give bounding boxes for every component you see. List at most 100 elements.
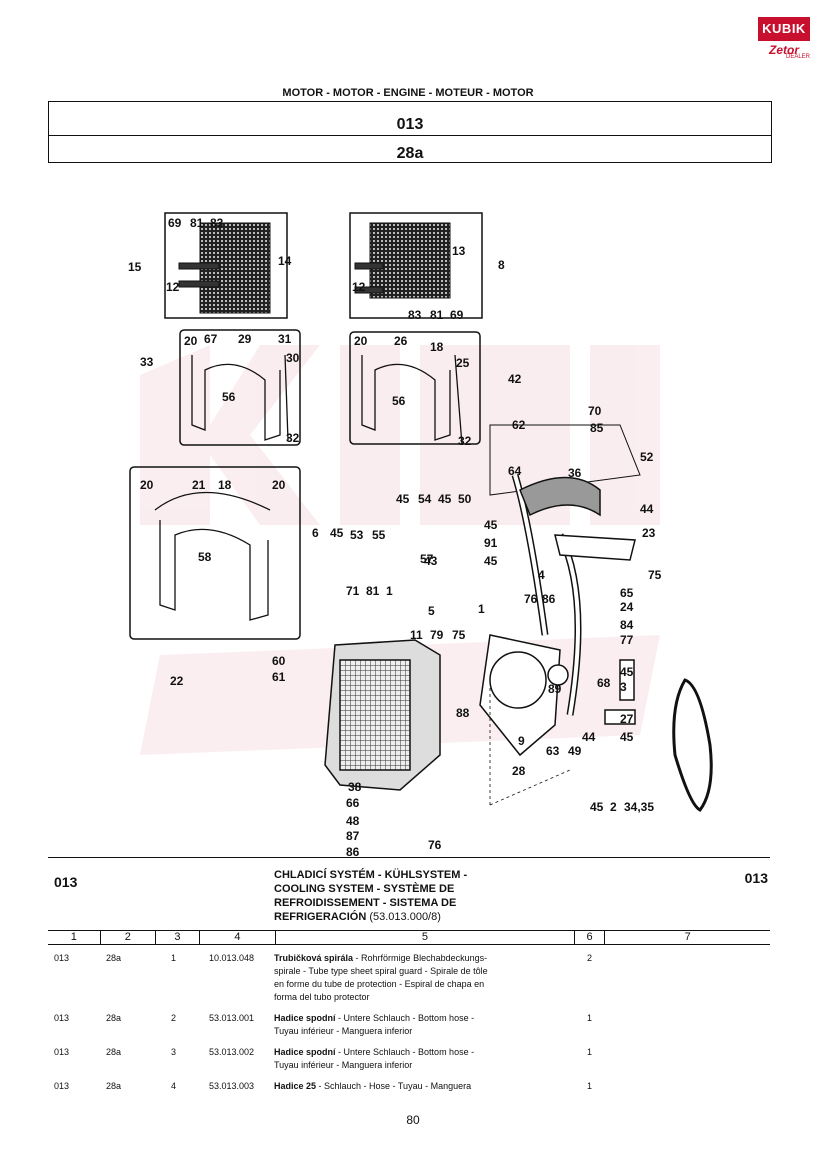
cell-part-number: 53.013.003 <box>209 1081 255 1091</box>
diagram-callout-label: 45 <box>590 800 604 814</box>
diagram-callout-label: 6 <box>312 526 319 540</box>
diagram-callout-label: 4 <box>538 568 545 582</box>
diagram-callout-label: 30 <box>286 351 300 365</box>
diagram-callout-label: 8 <box>498 258 505 272</box>
section-title: CHLADICÍ SYSTÉM - KÜHLSYSTEM - COOLING S… <box>274 868 534 924</box>
diagram-callout-label: 91 <box>484 536 498 550</box>
diagram-callout-label: 45 <box>396 492 410 506</box>
diagram-callout-label: 88 <box>456 706 470 720</box>
section-code-right: 013 <box>744 870 768 886</box>
diagram-callout-label: 20 <box>354 334 368 348</box>
desc-line: Tuyau inférieur - Manguera inferior <box>274 1060 413 1070</box>
logo-tag: DEALER <box>785 54 810 60</box>
cell-description: Hadice 25 - Schlauch - Hose - Tuyau - Ma… <box>274 1080 554 1093</box>
cell-group: 013 <box>54 1047 70 1057</box>
cell-position: 3 <box>171 1047 177 1057</box>
diagram-callout-label: 66 <box>346 796 360 810</box>
column-header: 1 <box>48 931 101 944</box>
diagram-callout-label: 89 <box>548 682 562 696</box>
diagram-callout-label: 11 <box>410 628 423 642</box>
diagram-callout-label: 44 <box>582 730 596 744</box>
diagram-callout-label: 58 <box>198 550 212 564</box>
cell-position: 4 <box>171 1081 177 1091</box>
diagram-callout-label: 85 <box>590 421 604 435</box>
diagram-callout-label: 45 <box>330 526 344 540</box>
section-title-line: REFROIDISSEMENT - SISTEMA DE <box>274 897 457 909</box>
diagram-callout-label: 60 <box>272 654 286 668</box>
section-header: 013 CHLADICÍ SYSTÉM - KÜHLSYSTEM - COOLI… <box>48 857 770 930</box>
column-header: 3 <box>156 931 200 944</box>
diagram-callout-label: 75 <box>648 568 662 582</box>
diagram-callout-label: 56 <box>222 390 236 404</box>
diagram-callout-label: 45 <box>484 554 498 568</box>
diagram-callout-label: 45 <box>620 665 634 679</box>
diagram-callout-label: 62 <box>512 418 526 432</box>
diagram-callout-label: 32 <box>458 434 472 448</box>
table-row: 013 28a 2 53.013.001 Hadice spodní - Unt… <box>48 1012 770 1046</box>
cell-page: 28a <box>106 1081 122 1091</box>
desc-line: - Untere Schlauch - Bottom hose - <box>335 1013 475 1023</box>
desc-line: spirale - Tube type sheet spiral guard -… <box>274 966 488 976</box>
diagram-callout-label: 86 <box>346 845 360 859</box>
diagram-callout-label: 69 <box>168 216 182 230</box>
diagram-callout-label: 38 <box>348 780 362 794</box>
diagram-callout-label: 22 <box>170 674 184 688</box>
diagram-callout-label: 45 <box>484 518 498 532</box>
diagram-callout-label: 25 <box>456 356 470 370</box>
part-name: Trubičková spirála <box>274 953 354 963</box>
table-row: 013 28a 4 53.013.003 Hadice 25 - Schlauc… <box>48 1080 770 1100</box>
diagram-callout-label: 1 <box>478 602 485 616</box>
section-code-left: 013 <box>54 874 78 890</box>
kubik-zetor-logo: KUBIK Zetor DEALER <box>758 17 810 61</box>
diagram-callout-label: 48 <box>346 814 360 828</box>
diagram-callout-label: 43 <box>424 554 438 568</box>
cell-group: 013 <box>54 1081 70 1091</box>
diagram-callout-label: 44 <box>640 502 654 516</box>
diagram-callout-label: 83 <box>408 308 422 322</box>
diagram-callout-label: 12 <box>166 280 180 294</box>
diagram-callout-label: 20 <box>140 478 154 492</box>
group-code-box: 013 <box>48 101 772 136</box>
desc-line: forma del tubo protector <box>274 992 370 1002</box>
diagram-callout-label: 57 <box>420 552 434 566</box>
table-row: 013 28a 3 53.013.002 Hadice spodní - Unt… <box>48 1046 770 1080</box>
section-ref: (53.013.000/8) <box>369 911 441 923</box>
diagram-callout-label: 86 <box>542 592 556 606</box>
diagram-callout-label: 3 <box>620 680 627 694</box>
cell-page: 28a <box>106 953 122 963</box>
diagram-callout-label: 21 <box>192 478 206 492</box>
diagram-callout-label: 65 <box>620 586 634 600</box>
diagram-callout-label: 36 <box>568 466 582 480</box>
table-row: 013 28a 1 10.013.048 Trubičková spirála … <box>48 952 770 1012</box>
column-header: 5 <box>276 931 575 944</box>
diagram-callout-label: 5 <box>428 604 435 618</box>
desc-line: - Untere Schlauch - Bottom hose - <box>335 1047 475 1057</box>
diagram-callout-label: 28 <box>512 764 526 778</box>
diagram-callout-label: 71 <box>346 584 360 598</box>
desc-line: en forme du tube de protection - Espiral… <box>274 979 485 989</box>
diagram-callout-label: 53 <box>350 528 364 542</box>
column-header: 2 <box>101 931 157 944</box>
cell-position: 2 <box>171 1013 177 1023</box>
diagram-callout-label: 2 <box>610 800 617 814</box>
diagram-callout-label: 84 <box>620 618 634 632</box>
cell-quantity: 1 <box>587 1047 593 1057</box>
diagram-callout-label: 87 <box>346 829 360 843</box>
cell-part-number: 53.013.002 <box>209 1047 255 1057</box>
diagram-callout-label: 33 <box>140 355 154 369</box>
section-title-last: REFRIGERACIÓN <box>274 911 367 923</box>
diagram-callout-label: 64 <box>508 464 522 478</box>
diagram-callout-label: 49 <box>568 744 582 758</box>
cell-page: 28a <box>106 1013 122 1023</box>
diagram-callout-label: 23 <box>642 526 656 540</box>
diagram-callout-label: 63 <box>546 744 560 758</box>
diagram-callout-label: 79 <box>430 628 444 642</box>
diagram-callout-label: 14 <box>278 254 292 268</box>
page-title: MOTOR - MOTOR - ENGINE - MOTEUR - MOTOR <box>282 87 534 99</box>
diagram-callout-label: 67 <box>204 332 218 346</box>
diagram-callout-label: 55 <box>372 528 386 542</box>
cell-page: 28a <box>106 1047 122 1057</box>
diagram-callout-label: 32 <box>286 431 300 445</box>
desc-line: - Rohrförmige Blechabdeckungs- <box>353 953 488 963</box>
